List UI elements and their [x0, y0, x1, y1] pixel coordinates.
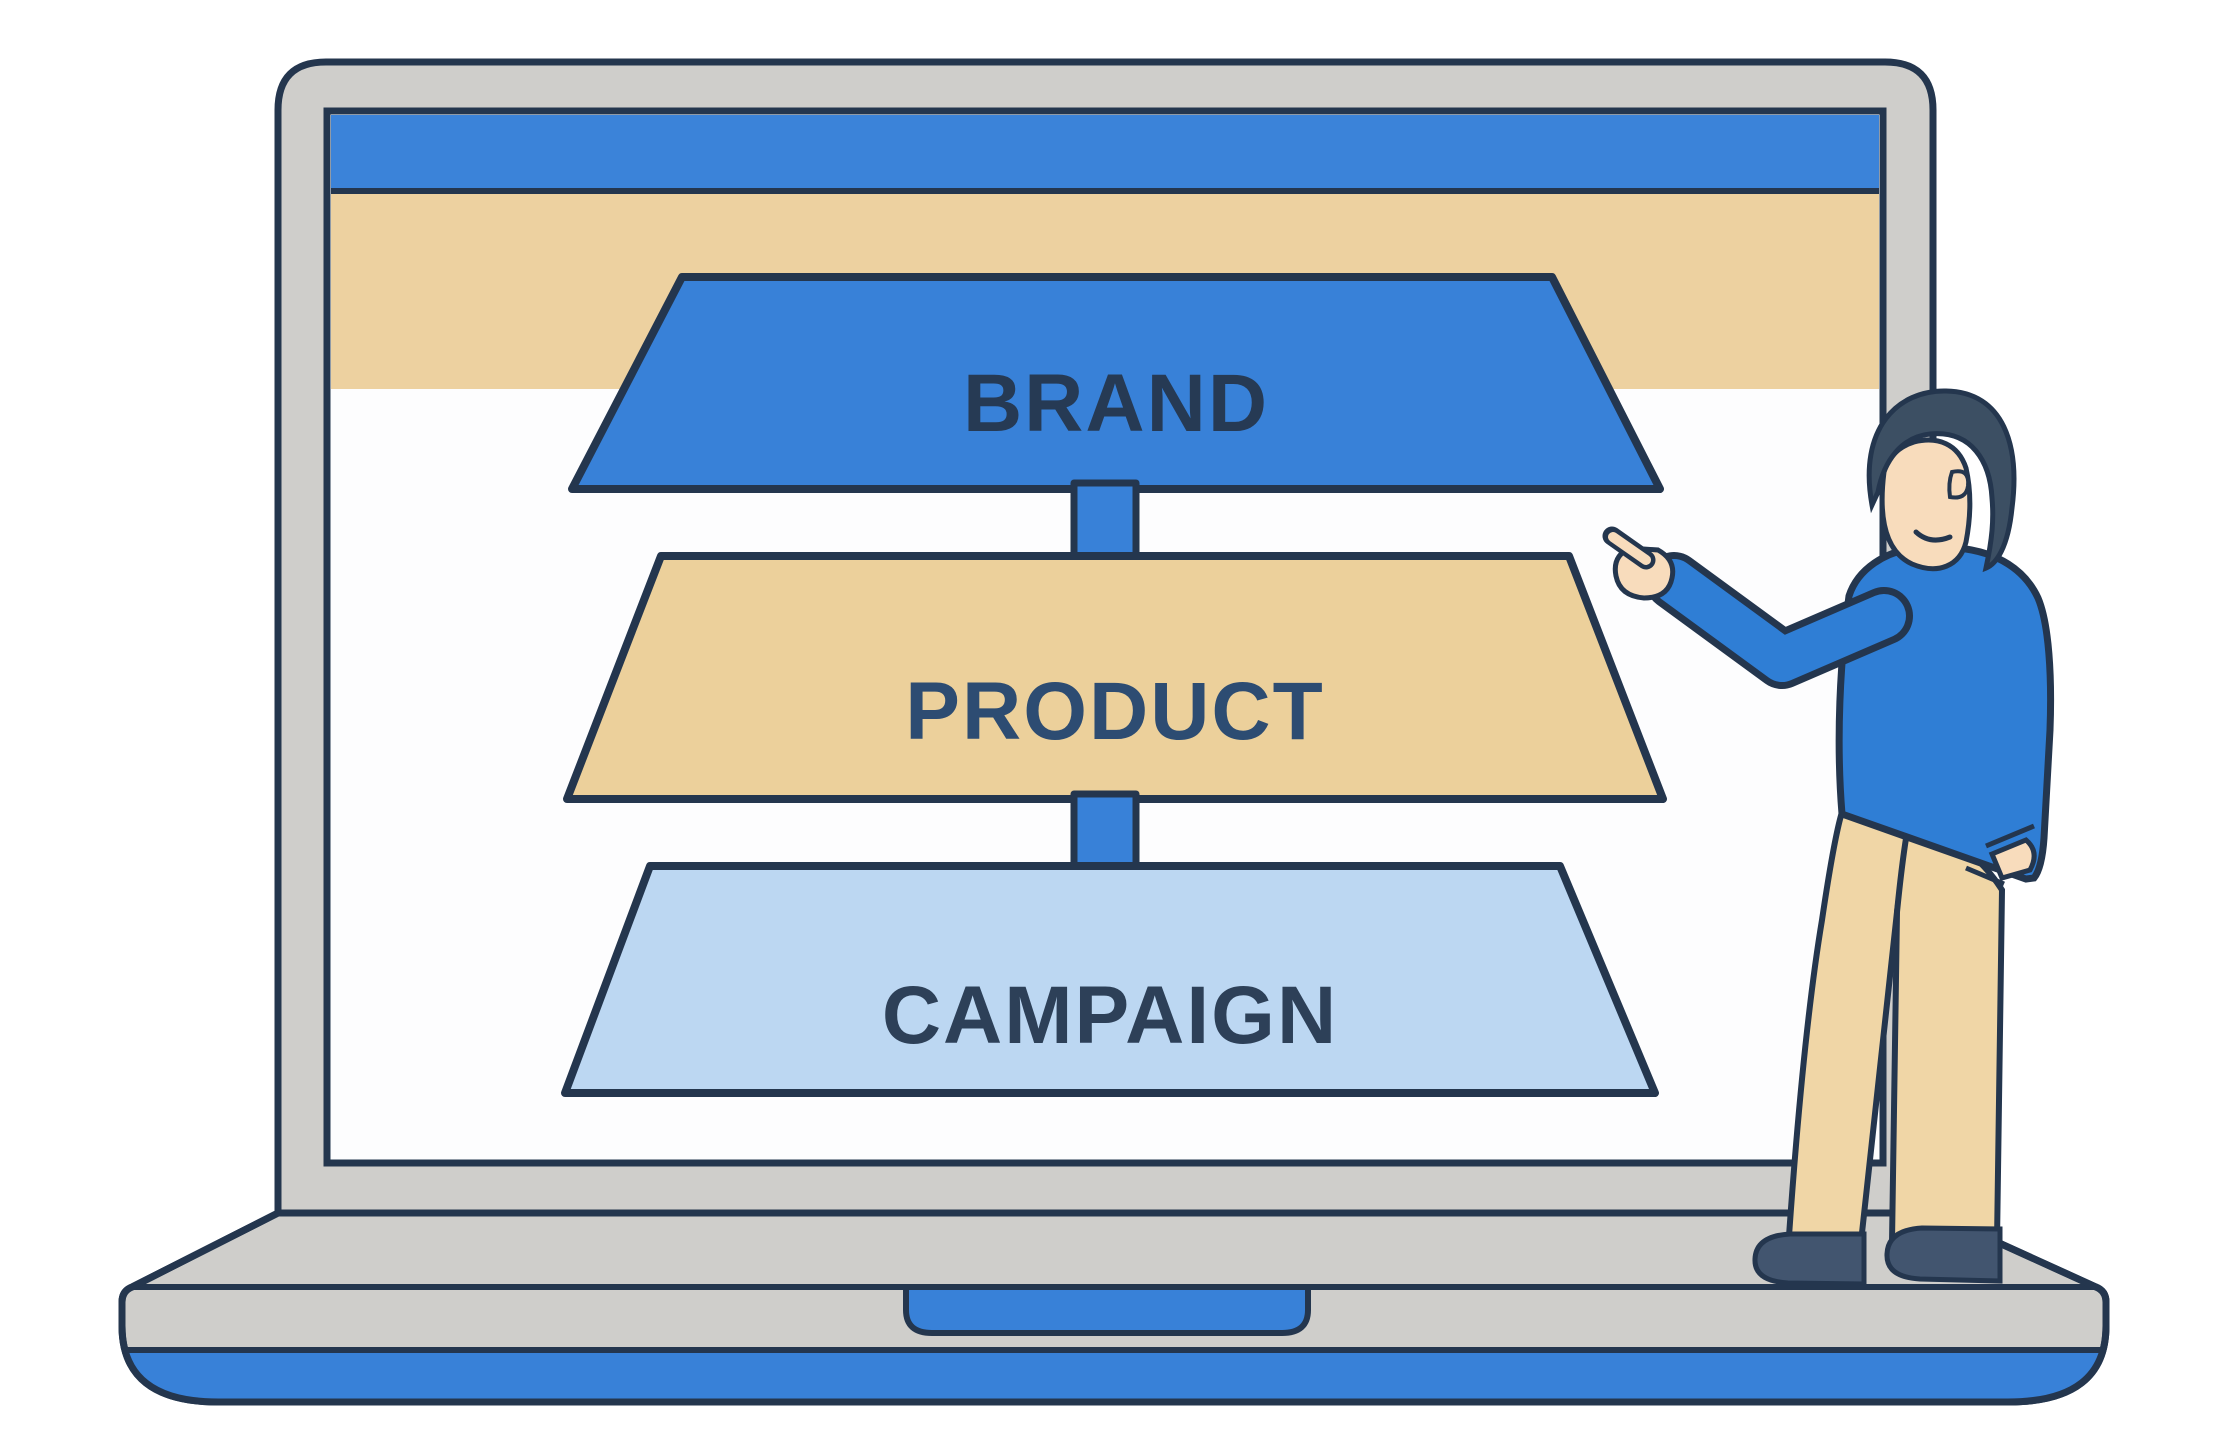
funnel-diagram: BRAND PRODUCT CAMPAIGN — [561, 273, 1667, 1097]
presenter-hand — [1612, 545, 1676, 601]
browser-top-bar — [331, 115, 1879, 189]
funnel-label-campaign: CAMPAIGN — [882, 970, 1338, 1061]
funnel-level-campaign — [561, 862, 1659, 1097]
presenter-left-shoe — [1752, 1231, 1867, 1287]
presenter-cuff-line — [1985, 823, 2035, 849]
funnel-label-product: PRODUCT — [905, 666, 1324, 757]
presenter-pocket-hand — [1988, 837, 2037, 882]
funnel-level-brand — [568, 273, 1664, 493]
funnel-label-brand: BRAND — [963, 358, 1269, 449]
funnel-level-product — [563, 552, 1667, 803]
laptop-base-outline — [118, 1209, 2110, 1406]
laptop-base-notch — [903, 1284, 1311, 1336]
presenter-person — [1602, 388, 2055, 1287]
presenter-face — [1879, 437, 1973, 572]
presenter-finger — [1608, 532, 1651, 565]
presenter-pocket-slit — [1965, 865, 2005, 887]
laptop-base-stripe — [122, 1350, 2106, 1402]
presenter-pointing-arm — [1652, 559, 1906, 682]
presenter-right-shoe — [1884, 1225, 2003, 1284]
presenter-hair — [1866, 388, 2017, 573]
presenter-smile — [1913, 529, 1953, 543]
presenter-left-leg — [1785, 808, 1914, 1246]
presenter-ear — [1947, 469, 1971, 500]
presenter-right-leg — [1888, 811, 2006, 1245]
laptop-base — [118, 1209, 2110, 1406]
